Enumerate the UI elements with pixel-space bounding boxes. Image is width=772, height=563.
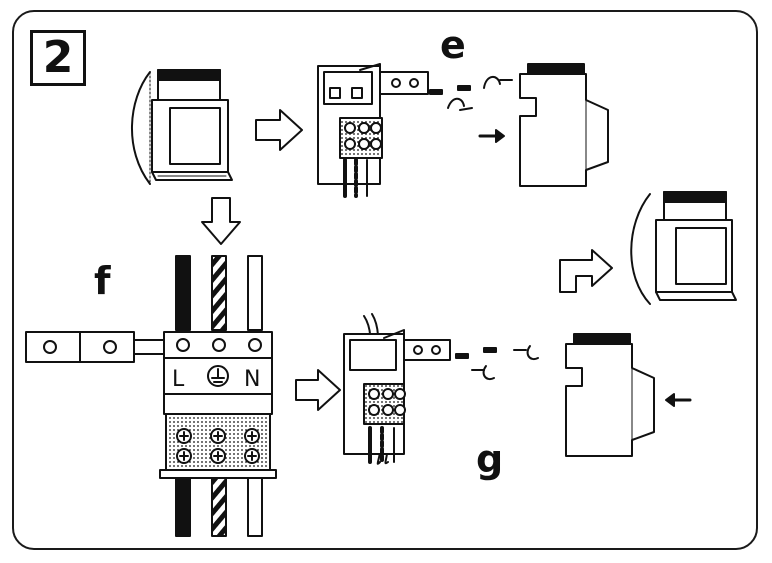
terminal-l-label: L: [172, 367, 185, 392]
terminal-block-detail: L N: [25, 255, 277, 537]
curved-arrow-icon: [447, 76, 513, 111]
device-cover-top: [519, 63, 609, 187]
arrow-right-icon: [559, 249, 613, 293]
instruction-frame: [12, 10, 758, 550]
device-cover-bottom: [565, 333, 655, 457]
label-g: g: [476, 437, 504, 481]
step-number: 2: [30, 30, 86, 86]
curved-arrow-icon: [471, 345, 539, 380]
arrow-right-icon: [255, 109, 303, 151]
label-f: f: [94, 259, 111, 303]
terminal-n-label: N: [244, 367, 260, 392]
open-device-top: [317, 63, 429, 198]
open-device-bottom: [343, 313, 451, 465]
earth-symbol-icon: [207, 365, 229, 387]
step-number-text: 2: [42, 32, 74, 83]
screw-icon: [429, 85, 471, 95]
arrow-down-icon: [201, 197, 241, 245]
device-mounted-top: [131, 69, 233, 185]
arrow-right-icon: [295, 369, 341, 411]
label-e: e: [440, 23, 466, 67]
screw-icon: [455, 347, 497, 359]
device-mounted-right: [630, 191, 737, 305]
